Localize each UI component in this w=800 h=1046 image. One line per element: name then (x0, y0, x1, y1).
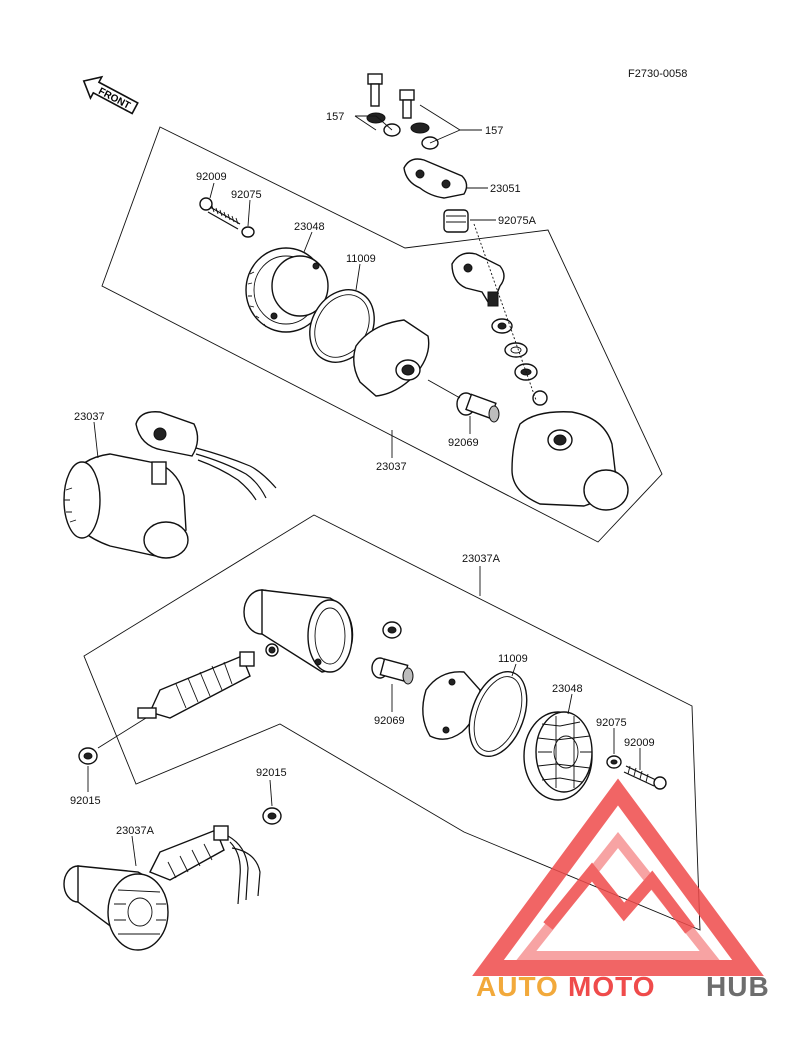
label-92069b: 92069 (374, 715, 405, 727)
label-23051: 23051 (490, 183, 521, 195)
label-11009b: 11009 (498, 653, 528, 665)
label-23037A-b: 23037A (116, 825, 155, 837)
label-23048a: 23048 (294, 221, 325, 233)
upper-assembly-boundary (101, 126, 663, 543)
washer-92075-upper (241, 226, 255, 238)
bolt-157-left (366, 73, 401, 137)
front-arrow-icon: FRONT (82, 75, 139, 115)
watermark-brand-auto: AUTO (476, 971, 559, 1002)
leader-157a-2 (354, 115, 377, 131)
label-157a: 157 (326, 111, 344, 123)
assembled-turn-signal-23037 (63, 411, 277, 559)
clamp-23051 (403, 158, 468, 199)
reflector-plate-lower (422, 671, 481, 740)
housing-23037A-lower (243, 589, 354, 673)
watermark-brand-hub: HUB (706, 971, 770, 1002)
label-157b: 157 (485, 125, 503, 137)
leader-157b-2 (429, 129, 461, 144)
stem-lower (137, 651, 255, 719)
screw-92009-upper (199, 197, 241, 230)
bulb-92069-lower (371, 657, 414, 685)
label-23037b: 23037 (74, 411, 105, 423)
label-92075A: 92075A (498, 215, 537, 227)
nut-upper-2 (532, 390, 548, 406)
lens-23048-upper (245, 247, 329, 333)
label-92009b: 92009 (624, 737, 655, 749)
lower-assembly-boundary (83, 514, 701, 931)
label-92075b: 92075 (596, 717, 627, 729)
bolt-157-right (399, 89, 439, 150)
label-23048b: 23048 (552, 683, 583, 695)
label-23037a: 23037 (376, 461, 407, 473)
diagram-code: F2730-0058 (628, 68, 687, 80)
label-11009a: 11009 (346, 253, 376, 265)
lens-23048-lower (523, 711, 593, 801)
bulb-92069-upper (456, 392, 500, 423)
rubber-92075a (443, 209, 469, 233)
label-92015b: 92015 (256, 767, 287, 779)
housing-23037-upper (511, 411, 629, 511)
label-92069a: 92069 (448, 437, 479, 449)
automotohub-watermark-logo (472, 778, 764, 976)
watermark-brand-moto: MOTO (568, 971, 655, 1002)
leader-157b (419, 104, 482, 131)
screw-92009-lower (623, 765, 667, 790)
assembled-turn-signal-23037A (63, 825, 261, 951)
label-92009a: 92009 (196, 171, 227, 183)
washer-upper-1 (504, 342, 528, 358)
label-92015a: 92015 (70, 795, 101, 807)
label-92075a: 92075 (231, 189, 262, 201)
label-23037A-a: 23037A (462, 553, 501, 565)
leader-157a (355, 115, 393, 131)
